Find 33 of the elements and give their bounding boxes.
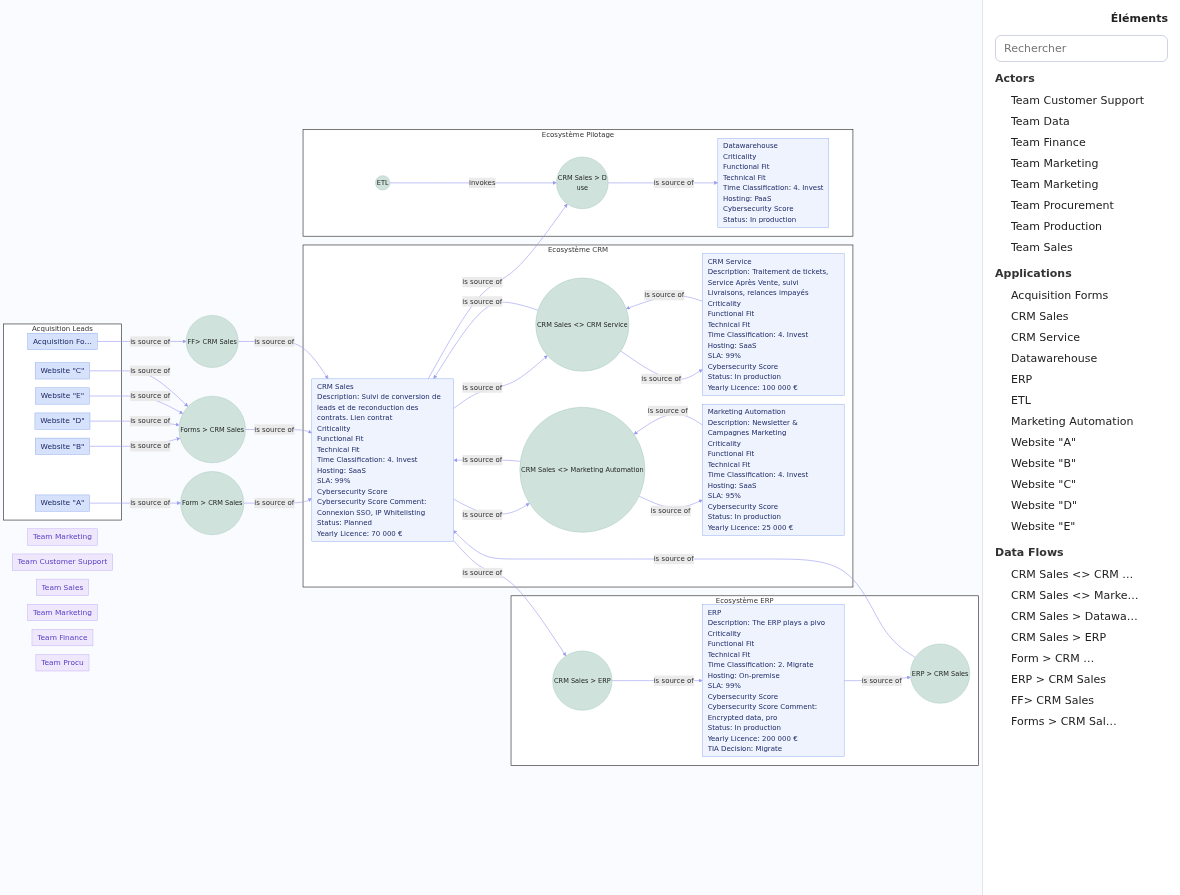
list-item: Website "B": [1010, 456, 1077, 472]
list-item: Marketing Automation: [1010, 414, 1135, 430]
list-item: Datawarehouse: [1010, 351, 1099, 367]
list-item: ERP: [1010, 372, 1034, 388]
section-heading: Actors: [995, 72, 1036, 85]
panel-title: Éléments: [1109, 12, 1168, 25]
list-item: ERP > CRM Sales: [1010, 672, 1108, 688]
list-item: Team Customer Support: [1010, 93, 1145, 109]
list-item: Forms > CRM Sal…: [1010, 714, 1118, 730]
list-item: CRM Sales: [1010, 309, 1070, 325]
list-item: Website "C": [1010, 477, 1078, 493]
search-field: Rechercher: [995, 35, 1168, 62]
list-item: Team Finance: [1010, 135, 1087, 151]
list-item: Website "E": [1010, 519, 1077, 535]
list-item: CRM Sales <> Marke…: [1010, 588, 1140, 604]
list-item: Team Production: [1010, 219, 1104, 235]
list-item: Team Marketing: [1010, 177, 1100, 193]
list-item: Form > CRM …: [1010, 651, 1096, 667]
section-heading: Applications: [995, 267, 1073, 280]
list-item: Website "A": [1010, 435, 1077, 451]
list-item: Team Sales: [1010, 240, 1074, 256]
list-item: CRM Service: [1010, 330, 1081, 346]
list-item: ETL: [1010, 393, 1032, 409]
list-item: CRM Sales > Datawa…: [1010, 609, 1139, 625]
list-item: Acquisition Forms: [1010, 288, 1110, 304]
list-item: Team Data: [1010, 114, 1071, 130]
list-item: Team Procurement: [1010, 198, 1115, 214]
list-item: Website "D": [1010, 498, 1078, 514]
list-item: CRM Sales <> CRM …: [1010, 567, 1135, 583]
list-item: Team Marketing: [1010, 156, 1100, 172]
section-heading: Data Flows: [995, 546, 1065, 559]
list-item: CRM Sales > ERP: [1010, 630, 1108, 646]
list-item: FF> CRM Sales: [1010, 693, 1095, 709]
